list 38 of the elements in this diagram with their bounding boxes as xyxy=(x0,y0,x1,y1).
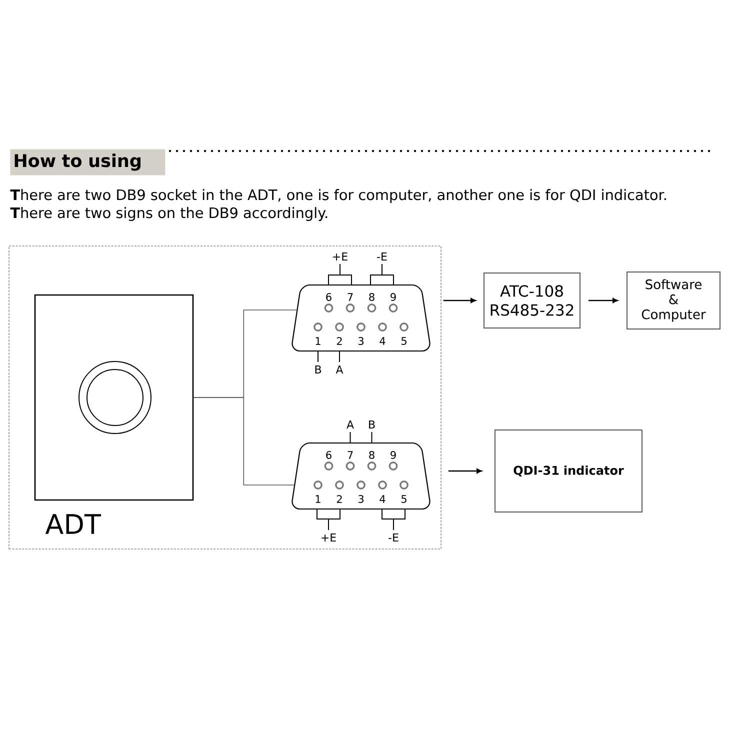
connector-line xyxy=(193,397,295,486)
pin-number: 9 xyxy=(390,293,396,301)
pin-number: 4 xyxy=(380,337,386,345)
signal-label: -E xyxy=(388,534,398,542)
signal-label: +E xyxy=(333,252,348,260)
arrow xyxy=(443,298,476,303)
body-text: There are two DB9 socket in the ADT, one is for computer, another one is for QDI indicator. xyxy=(10,189,666,203)
process-box: QDI-31 indicator xyxy=(494,430,642,512)
pin-number: 4 xyxy=(380,495,386,503)
pin-number: 7 xyxy=(348,451,353,459)
pin-number: 2 xyxy=(336,495,342,503)
pin-number: 8 xyxy=(369,451,374,459)
pin-number: 6 xyxy=(326,451,332,459)
pin-number: 5 xyxy=(401,337,406,345)
pin-number: 6 xyxy=(326,293,332,301)
pin-number: 8 xyxy=(369,293,374,301)
signal-label: +E xyxy=(322,534,336,542)
pin-number: 3 xyxy=(358,495,364,503)
arrow xyxy=(588,298,618,303)
signal-label: -E xyxy=(377,252,387,260)
signal-label: A xyxy=(346,420,354,429)
section-heading: How to using xyxy=(10,149,166,176)
pin-number: 1 xyxy=(316,495,320,503)
signal-label: B xyxy=(369,420,375,429)
pin-number: 3 xyxy=(358,337,364,345)
pin-number: 1 xyxy=(316,337,320,345)
pin-number: 5 xyxy=(401,495,406,503)
pin-number: 7 xyxy=(348,293,353,301)
process-box: ATC-108 RS485-232 xyxy=(484,272,580,328)
body-text: There are two signs on the DB9 accordingly. xyxy=(10,207,328,221)
arrow xyxy=(448,468,482,474)
pin-number: 2 xyxy=(336,337,342,345)
signal-label: A xyxy=(336,366,344,374)
box-heading: ADT xyxy=(45,514,102,534)
pin-number: 9 xyxy=(390,451,396,459)
process-box: Software & Computer xyxy=(626,272,720,330)
dashed-frame xyxy=(8,246,442,550)
signal-label: B xyxy=(315,366,321,374)
